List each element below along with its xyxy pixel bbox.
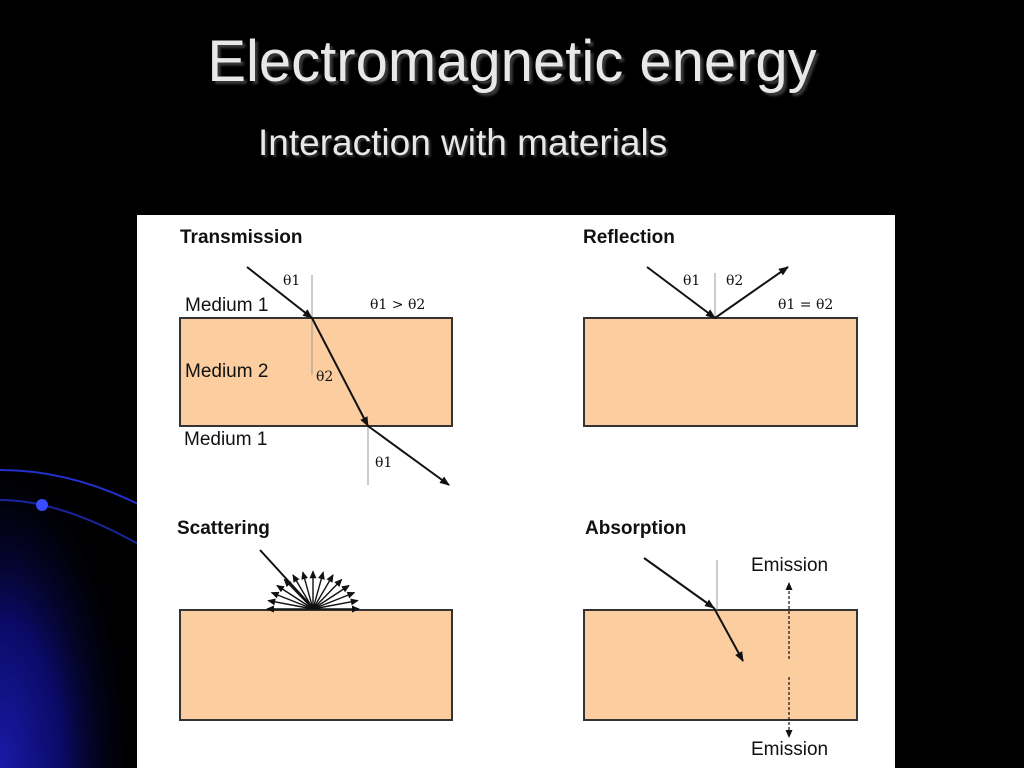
scattering-medium-block [179,609,453,721]
scatter-ray [312,578,343,610]
scattering-ray-fan [266,570,360,613]
medium-top-label: Medium 1 [185,295,269,316]
scatter-ray [312,598,359,610]
absorption-incident-ray [643,557,715,609]
medium-bottom-label: Medium 1 [184,429,268,450]
transmission-exit-ray [367,425,450,486]
absorption-refracted-ray [713,607,744,662]
absorption-medium-block [583,609,858,721]
scatter-ray [312,571,325,610]
reflection-reflected-ray [714,266,789,319]
scatter-ray [276,584,314,610]
scatter-ray [301,571,314,610]
transmission-refracted-ray [311,317,369,427]
transmission-angle-out-label: θ1 [375,455,393,471]
reflection-incident-ray [646,266,716,319]
reflection-angle-in-label: θ1 [683,273,701,289]
reflection-angle-out-label: θ2 [726,273,744,289]
slide-title: Electromagnetic energy [207,29,817,94]
transmission-medium-block [179,317,453,427]
reflection-relation-label: θ1 = θ2 [778,297,834,313]
swoosh-dot [36,499,48,511]
diagram-panel: Transmission Medium 1 Medium 2 Medium 1 … [137,215,895,768]
scatter-ray [292,574,314,610]
emission-top-label: Emission [751,555,829,576]
scatter-ray [270,591,314,610]
medium-middle-label: Medium 2 [185,361,269,382]
transmission-relation-label: θ1 > θ2 [370,297,426,313]
slide-subtitle: Interaction with materials [258,122,668,163]
scatter-ray [283,578,314,610]
transmission-heading: Transmission [180,227,303,248]
reflection-medium-block [583,317,858,427]
transmission-incident-ray [246,266,313,319]
absorption-heading: Absorption [585,518,687,539]
scatter-ray [312,584,350,610]
reflection-heading: Reflection [583,227,675,248]
scattering-heading: Scattering [177,518,270,539]
scatter-ray [312,574,334,610]
transmission-angle-in-label: θ1 [283,273,301,289]
emission-bottom-label: Emission [751,739,829,760]
scatter-ray [267,598,314,610]
diagram-graphics [179,266,858,738]
scatter-ray [312,591,356,610]
transmission-angle-refracted-label: θ2 [316,369,334,385]
